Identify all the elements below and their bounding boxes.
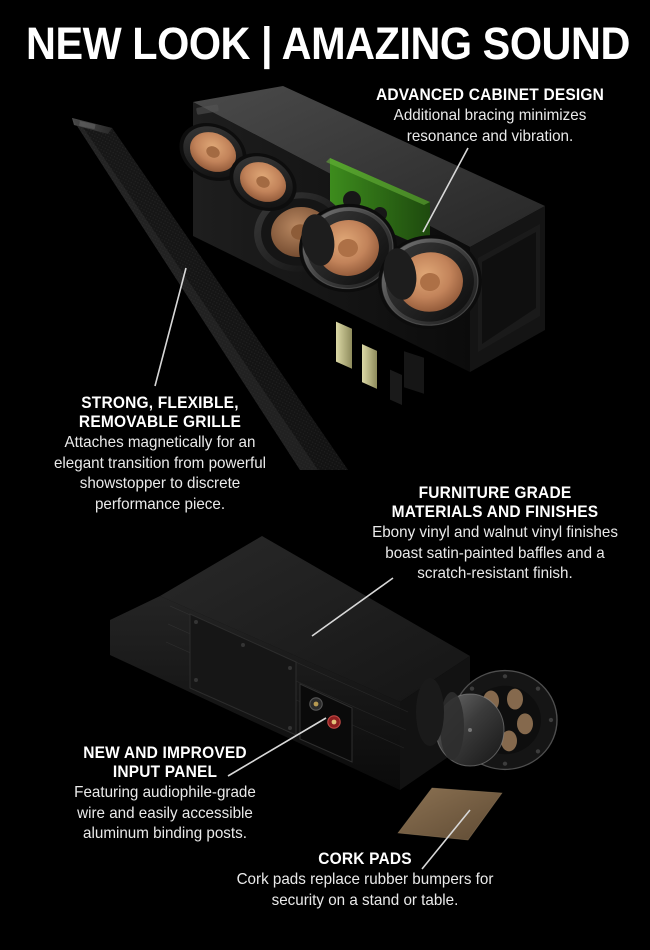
top-speaker-cutaway bbox=[179, 86, 545, 405]
callout-heading: NEW AND IMPROVED bbox=[83, 744, 247, 762]
callout-body-line: boast satin-painted baffles and a bbox=[385, 544, 605, 562]
callout-body-line: elegant transition from powerful bbox=[53, 454, 267, 472]
callout-body-line: showstopper to discrete bbox=[79, 475, 241, 492]
callout-input-panel: NEW AND IMPROVED INPUT PANEL Featuring a… bbox=[20, 744, 310, 844]
driver-front-2 bbox=[229, 152, 297, 212]
callout-body-line: performance piece. bbox=[94, 495, 226, 513]
binding-post-black bbox=[309, 697, 323, 711]
grille-brand-badge bbox=[79, 121, 96, 130]
callout-heading: STRONG, FLEXIBLE, bbox=[81, 394, 239, 412]
callout-body-line: resonance and vibration. bbox=[406, 127, 574, 145]
callout-furniture-grade: FURNITURE GRADE MATERIALS AND FINISHES E… bbox=[340, 484, 650, 584]
callout-advanced-cabinet-design: ADVANCED CABINET DESIGN Additional braci… bbox=[330, 86, 650, 146]
callout-body-line: Attaches magnetically for an bbox=[64, 434, 256, 451]
cork-pad bbox=[397, 787, 503, 841]
callout-heading: MATERIALS AND FINISHES bbox=[391, 503, 599, 521]
leader-line-grille bbox=[154, 267, 187, 387]
binding-post-red bbox=[327, 715, 341, 729]
crossover-board bbox=[326, 158, 430, 405]
callout-cork-pads: CORK PADS Cork pads replace rubber bumpe… bbox=[200, 850, 530, 910]
page-title: NEW LOOK | AMAZING SOUND bbox=[26, 18, 630, 69]
callout-removable-grille: STRONG, FLEXIBLE, REMOVABLE GRILLE Attac… bbox=[10, 394, 310, 514]
callout-heading: FURNITURE GRADE bbox=[418, 484, 572, 502]
driver-front-1 bbox=[179, 122, 247, 182]
callout-body-line: Cork pads replace rubber bumpers for bbox=[236, 871, 494, 888]
callout-body-line: security on a stand or table. bbox=[271, 891, 459, 909]
input-panel bbox=[299, 683, 353, 763]
callout-body-line: wire and easily accessible bbox=[77, 804, 253, 822]
leader-line-cork bbox=[421, 809, 471, 870]
callout-body-line: Featuring audiophile-grade bbox=[74, 784, 256, 801]
callout-body-line: aluminum binding posts. bbox=[83, 825, 247, 842]
leader-line-cabinet bbox=[422, 147, 469, 233]
callout-heading: ADVANCED CABINET DESIGN bbox=[375, 86, 605, 104]
leader-line-furniture bbox=[311, 577, 394, 637]
callout-body-line: scratch-resistant finish. bbox=[417, 565, 573, 582]
bottom-speaker-rear bbox=[110, 536, 558, 790]
leader-line-input bbox=[227, 717, 327, 777]
callout-heading: INPUT PANEL bbox=[112, 763, 218, 781]
callout-body-line: Ebony vinyl and walnut vinyl finishes bbox=[372, 524, 618, 541]
callout-heading: CORK PADS bbox=[318, 850, 412, 868]
callout-body-line: Additional bracing minimizes bbox=[393, 107, 587, 124]
grille-panel bbox=[72, 118, 348, 470]
callout-heading: REMOVABLE GRILLE bbox=[78, 413, 242, 431]
brand-badge bbox=[196, 104, 219, 115]
rear-driver-magnet bbox=[435, 669, 558, 771]
